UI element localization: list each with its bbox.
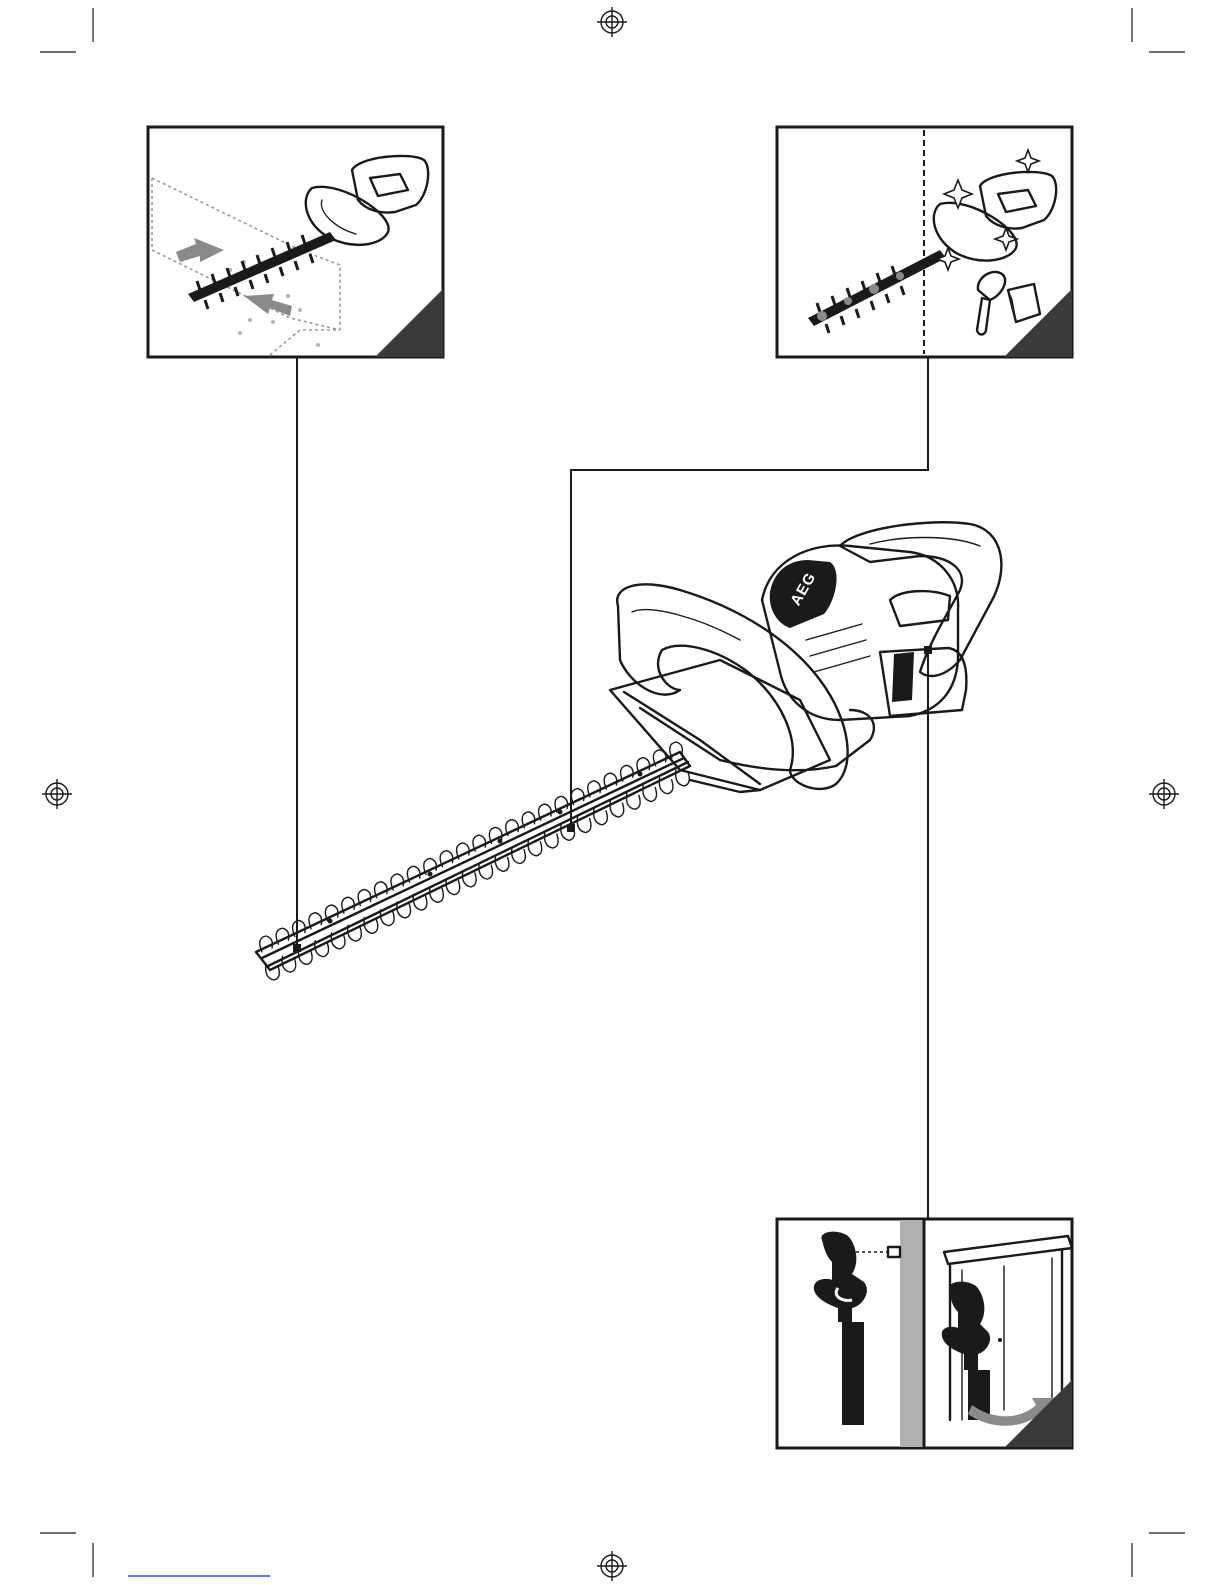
blade-tooth-upper (588, 781, 601, 797)
registration-target-top (597, 7, 627, 37)
blade-tooth-upper (604, 773, 617, 789)
blade-tooth-upper (506, 820, 519, 836)
blade-tooth-upper (539, 804, 552, 820)
registration-target-right (1149, 779, 1179, 809)
blade-tooth-upper (522, 812, 535, 828)
panel-cleaning (777, 127, 1072, 357)
blade-tooth-upper (473, 835, 486, 851)
panel-storage (777, 1219, 1072, 1448)
blade-tooth-upper (407, 866, 420, 882)
registration-target-bottom (597, 1551, 627, 1581)
blade-tooth-upper (375, 882, 388, 898)
registration-target-left (42, 779, 72, 809)
blade-tooth-upper (571, 789, 584, 805)
blade-tooth-upper (637, 758, 650, 774)
blade-tooth-upper (391, 874, 404, 890)
blade-tooth-upper (457, 843, 470, 859)
blade-tooth-upper (440, 851, 453, 867)
leader-lines (293, 358, 932, 1219)
panel-cutting (148, 127, 443, 357)
cordless-hedge-trimmer-illustration: AEG (256, 522, 1001, 980)
blade-tooth-upper (621, 765, 634, 781)
blade-tooth-upper (670, 742, 683, 758)
